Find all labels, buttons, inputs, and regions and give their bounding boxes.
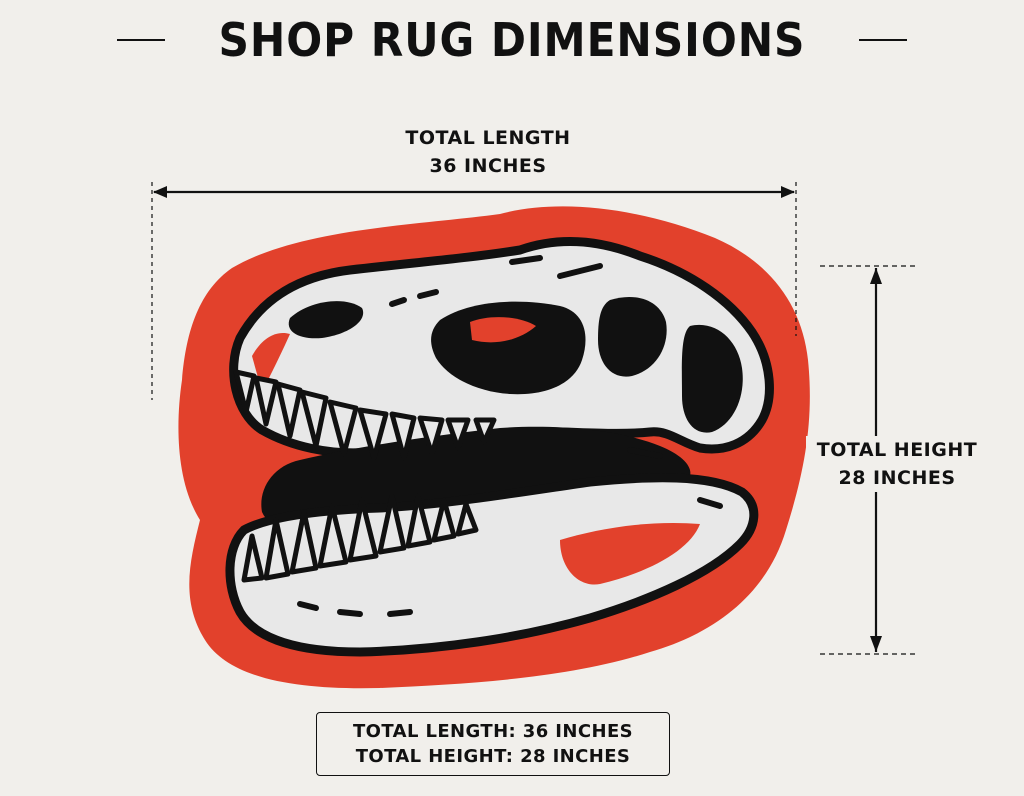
upper-teeth [233, 369, 497, 461]
height-arrow-up-head [870, 268, 882, 284]
skull-shading-1 [560, 522, 700, 585]
title-rule-right [858, 39, 907, 41]
skull-eye-socket [431, 301, 586, 395]
height-arrow-down-head [870, 636, 882, 652]
lower-teeth [241, 493, 479, 583]
page-title: SHOP RUG DIMENSIONS [218, 13, 806, 67]
length-label: TOTAL LENGTH 36 INCHES [352, 124, 624, 180]
skull-nostril [288, 301, 364, 339]
skull-jaw-hinge [681, 324, 743, 433]
summary-height: TOTAL HEIGHT: 28 INCHES [355, 746, 631, 767]
title-row: SHOP RUG DIMENSIONS [0, 8, 1024, 72]
bone-detail-dashes [297, 255, 723, 617]
dimensions-summary-box: TOTAL LENGTH: 36 INCHES TOTAL HEIGHT: 28… [316, 712, 670, 776]
height-label: TOTAL HEIGHT 28 INCHES [806, 436, 988, 492]
title-rule-left [117, 39, 165, 41]
length-label-title: TOTAL LENGTH [405, 127, 571, 149]
skull-rear-opening [598, 296, 667, 377]
length-label-value: 36 INCHES [429, 155, 547, 177]
height-label-title: TOTAL HEIGHT [816, 439, 978, 461]
t-rex-skull-rug-icon [178, 206, 810, 689]
height-label-value: 28 INCHES [838, 467, 956, 489]
summary-length: TOTAL LENGTH: 36 INCHES [352, 721, 634, 742]
length-dimension [151, 182, 797, 400]
skull-eye-highlight [470, 317, 536, 343]
